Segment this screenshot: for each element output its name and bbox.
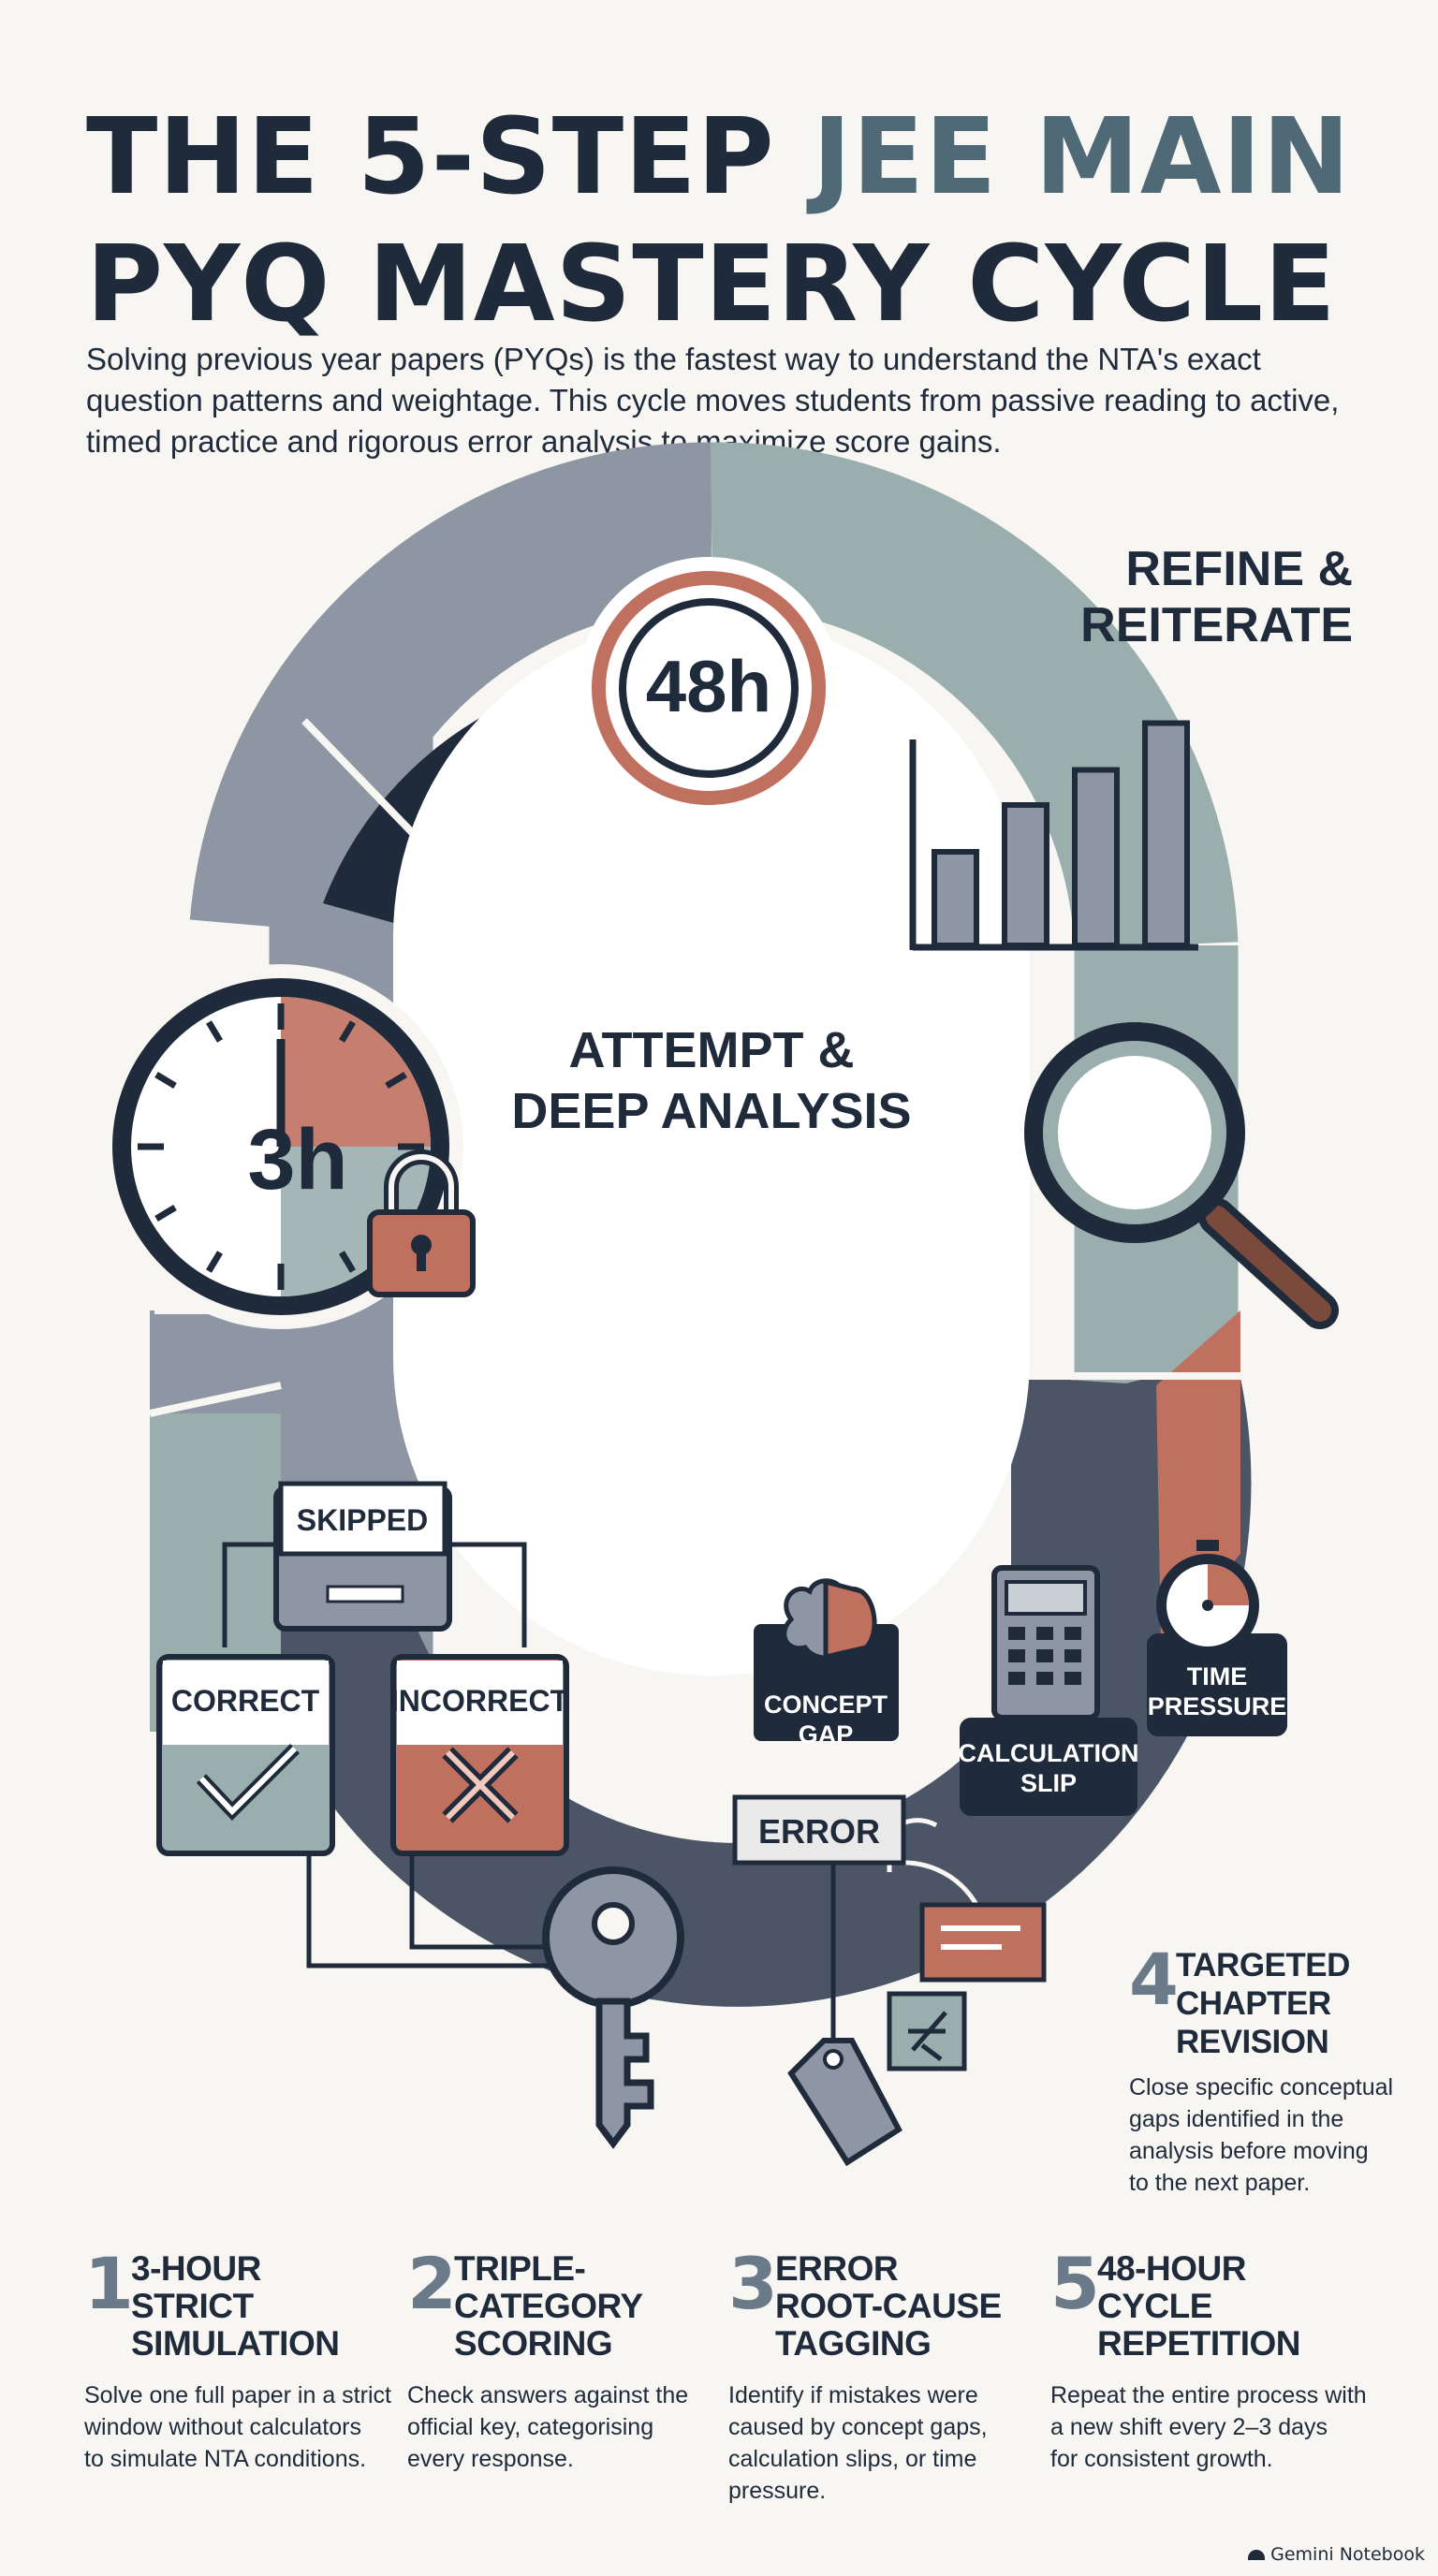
magnifier-icon bbox=[1024, 1022, 1339, 1329]
step-2-number: 2 bbox=[407, 2242, 457, 2325]
concept-gap-line1: CONCEPT bbox=[764, 1690, 888, 1719]
lock-icon bbox=[367, 1149, 476, 1297]
refine-label-line2: REITERATE bbox=[1080, 598, 1353, 652]
hours-badge: 48h bbox=[578, 557, 840, 819]
bar-chart-bar bbox=[932, 849, 979, 948]
step-1-description: Solve one full paper in a strict window … bbox=[84, 2382, 391, 2472]
step-1-number: 1 bbox=[84, 2242, 134, 2325]
error-tag: ERROR bbox=[732, 1794, 906, 1866]
step-3-number: 3 bbox=[728, 2242, 778, 2325]
bar-chart-bar bbox=[1002, 802, 1049, 948]
skipped-label: SKIPPED bbox=[297, 1503, 428, 1537]
calculation-slip-icon: CALCULATION SLIP bbox=[959, 1565, 1139, 1816]
title-line1-accent: JEE MAIN bbox=[812, 96, 1351, 218]
hours-badge-label: 48h bbox=[646, 645, 771, 727]
skipped-card: SKIPPED bbox=[273, 1481, 452, 1632]
footer-label: Gemini Notebook bbox=[1270, 2544, 1425, 2565]
step-5-description: Repeat the entire process with a new shi… bbox=[1050, 2382, 1367, 2472]
calculation-slip-line1: CALCULATION bbox=[959, 1739, 1139, 1767]
tag-icon bbox=[787, 1863, 902, 2167]
correct-label: CORRECT bbox=[171, 1684, 320, 1718]
time-pressure-icon: TIME PRESSURE bbox=[1147, 1540, 1287, 1736]
step-5-number: 5 bbox=[1050, 2242, 1100, 2325]
time-pressure-line1: TIME bbox=[1187, 1662, 1248, 1690]
concept-gap-icon: CONCEPT GAP bbox=[754, 1578, 899, 1749]
center-label-line1: ATTEMPT & bbox=[569, 1022, 855, 1078]
title-line1-start: THE 5-STEP bbox=[86, 96, 813, 218]
page-title: THE 5-STEP JEE MAIN PYQ MASTERY CYCLE bbox=[86, 94, 1397, 348]
step-4-number: 4 bbox=[1129, 1938, 1179, 2021]
step-4-title: TARGETED CHAPTER REVISION bbox=[1176, 1947, 1350, 2060]
correct-card: CORRECT bbox=[156, 1654, 335, 1856]
bar-chart-icon bbox=[909, 720, 1198, 951]
bar-chart-bar bbox=[1072, 767, 1120, 948]
title-line2: PYQ MASTERY CYCLE bbox=[86, 224, 1337, 345]
key-icon bbox=[542, 1866, 684, 2149]
footer-brand: Gemini Notebook bbox=[1248, 2544, 1425, 2565]
gemini-logo-icon bbox=[1248, 2549, 1266, 2560]
step-2-description: Check answers against the official key, … bbox=[407, 2382, 689, 2472]
step-3-description: Identify if mistakes were caused by conc… bbox=[728, 2382, 988, 2504]
center-label-line2: DEEP ANALYSIS bbox=[511, 1083, 911, 1139]
step-1-title: 3-HOUR STRICT SIMULATION bbox=[131, 2249, 340, 2363]
refine-label-line1: REFINE & bbox=[1125, 542, 1353, 596]
concept-gap-line2: GAP bbox=[799, 1720, 854, 1749]
note-card-icon bbox=[919, 1902, 1047, 1983]
incorrect-card: INCORRECT bbox=[390, 1654, 569, 1856]
step-2-title: TRIPLE- CATEGORY SCORING bbox=[454, 2249, 643, 2363]
clock-label: 3h bbox=[247, 1112, 347, 1208]
step-3-title: ERROR ROOT-CAUSE TAGGING bbox=[775, 2249, 1002, 2363]
formula-card-icon bbox=[887, 1991, 967, 2071]
incorrect-label: INCORRECT bbox=[390, 1684, 569, 1718]
calculation-slip-line2: SLIP bbox=[1020, 1769, 1077, 1797]
time-pressure-line2: PRESSURE bbox=[1148, 1692, 1287, 1720]
step-4-description: Close specific conceptual gaps identifie… bbox=[1129, 2074, 1394, 2196]
scoring-tree bbox=[222, 1542, 562, 1969]
inner-space bbox=[393, 618, 1030, 1676]
intro-paragraph: Solving previous year papers (PYQs) is t… bbox=[86, 342, 1340, 459]
bar-chart-bar bbox=[1142, 720, 1190, 948]
error-label: ERROR bbox=[758, 1812, 880, 1851]
step-5-title: 48-HOUR CYCLE REPETITION bbox=[1097, 2249, 1301, 2363]
